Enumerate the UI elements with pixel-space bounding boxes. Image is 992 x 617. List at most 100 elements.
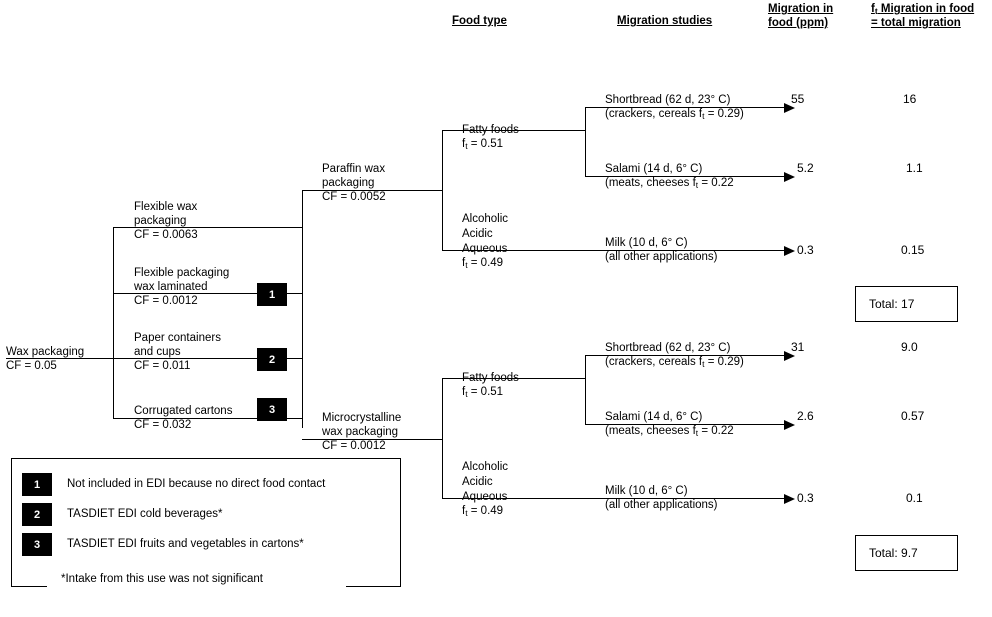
migration-value-shortbread-top: 55 <box>791 92 805 106</box>
migration-value-milk-top: 0.3 <box>797 243 814 257</box>
wax-type-1-label-line1: Paraffin wax <box>322 163 386 175</box>
header-total-migration-line2: = total migration <box>871 17 961 29</box>
use-1-label-line2: packaging <box>134 215 187 227</box>
migration-value-milk-bottom: 0.3 <box>797 491 814 505</box>
ft-prefix: f <box>462 138 466 150</box>
study-salami-sub-top: (meats, cheeses ft = 0.22 <box>605 176 734 191</box>
ft-value: = 0.51 <box>467 386 504 398</box>
use-1-cf: CF = 0.0063 <box>134 229 198 241</box>
ft-prefix: f <box>462 505 466 517</box>
uses-spine <box>113 227 114 419</box>
ft-prefix: f <box>462 257 466 269</box>
food-type-aaa-line3-top: Aqueous <box>462 243 508 255</box>
study-milk-sub-top: (all other applications) <box>605 251 718 263</box>
header-migration-studies: Migration studies <box>617 15 713 27</box>
use-4-label-line1: Corrugated cartons <box>134 405 233 417</box>
sub-pre: (crackers, cereals f <box>605 356 703 368</box>
legend-text-1: Not included in EDI because no direct fo… <box>67 478 326 490</box>
wax-type-2-label-line2: wax packaging <box>322 426 399 438</box>
study-spine-top <box>585 107 586 177</box>
ft-subscript: t <box>465 260 468 270</box>
food-type-aaa-ft-bottom: ft = 0.49 <box>462 504 503 519</box>
legend-chip-3: 3 <box>22 533 52 556</box>
total-value-milk-top: 0.15 <box>901 243 925 257</box>
study-shortbread-sub-top: (crackers, cereals ft = 0.29) <box>605 107 744 122</box>
migration-value-shortbread-bottom: 31 <box>791 340 805 354</box>
use-2-row-line <box>113 293 302 294</box>
ft-subscript: t <box>874 6 878 16</box>
study-salami-line-top <box>585 176 785 177</box>
total-value-shortbread-top: 16 <box>903 92 917 106</box>
study-shortbread-line-top <box>585 107 785 108</box>
study-shortbread-sub-bottom: (crackers, cereals ft = 0.29) <box>605 355 744 370</box>
food-type-spine-top <box>442 130 443 250</box>
food-type-aaa-ft-top: ft = 0.49 <box>462 256 503 271</box>
wax-type-2-cf: CF = 0.0012 <box>322 440 386 452</box>
use-1-label-line1: Flexible wax <box>134 201 198 213</box>
header-total-migration-line1: ft Migration in food <box>871 2 974 16</box>
use-2-label-line1: Flexible packaging <box>134 267 230 279</box>
study-salami-sub-bottom: (meats, cheeses ft = 0.22 <box>605 424 734 439</box>
food-type-aaa-line2-bottom: Acidic <box>462 476 493 488</box>
total-value-salami-top: 1.1 <box>906 161 923 175</box>
food-type-aaa-line3-bottom: Aqueous <box>462 491 508 503</box>
study-shortbread-line-bottom <box>585 355 785 356</box>
food-type-spine-bottom <box>442 378 443 498</box>
chip-1: 1 <box>257 283 287 306</box>
ft-subscript: t <box>702 111 705 121</box>
ft-value: = 0.49 <box>467 257 504 269</box>
arrow-milk-bottom <box>784 494 795 504</box>
use-1-row-line <box>113 227 302 228</box>
food-type-fatty-line-top <box>442 130 585 131</box>
sub-post: = 0.29) <box>704 356 744 368</box>
legend-border-bottom-right <box>346 586 401 587</box>
header-migration-in-food-line1: Migration in <box>768 3 834 15</box>
arrow-shortbread-bottom <box>784 351 795 361</box>
use-3-cf: CF = 0.011 <box>134 360 191 372</box>
legend-text-2: TASDIET EDI cold beverages* <box>67 508 223 520</box>
sub-pre: (crackers, cereals f <box>605 108 703 120</box>
ft-subscript: t <box>465 141 468 151</box>
legend-text-3: TASDIET EDI fruits and vegetables in car… <box>67 538 304 550</box>
use-4-row-line <box>113 418 302 419</box>
food-type-fatty-ft-top: ft = 0.51 <box>462 137 503 152</box>
sub-post: = 0.29) <box>704 108 744 120</box>
legend-chip-2: 2 <box>22 503 52 526</box>
arrow-salami-top <box>784 172 795 182</box>
food-type-fatty-line-bottom <box>442 378 585 379</box>
study-shortbread-title-top: Shortbread (62 d, 23° C) <box>605 94 731 106</box>
header-migration-in-food-line2: food (ppm) <box>768 17 829 29</box>
food-type-aaa-line-top <box>442 250 785 251</box>
total-value-salami-bottom: 0.57 <box>901 409 925 423</box>
wax-type-2-label-line1: Microcrystalline <box>322 412 402 424</box>
root-label: Wax packaging <box>6 346 85 358</box>
legend-footnote: *Intake from this use was not significan… <box>61 573 263 585</box>
arrow-shortbread-top <box>784 103 795 113</box>
ft-prefix: f <box>871 3 875 15</box>
use-4-cf: CF = 0.032 <box>134 419 192 431</box>
wax-type-1-label-line2: packaging <box>322 177 375 189</box>
sub-pre: (meats, cheeses f <box>605 177 696 189</box>
food-type-aaa-line2-top: Acidic <box>462 228 493 240</box>
total-box-paraffin: Total: 17 <box>855 286 958 322</box>
legend-border-left <box>11 458 12 587</box>
legend-chip-1: 1 <box>22 473 52 496</box>
ft-value: = 0.51 <box>467 138 504 150</box>
ft-value: = 0.49 <box>467 505 504 517</box>
use-2-label-line2: wax laminated <box>134 281 208 293</box>
migration-value-salami-top: 5.2 <box>797 161 814 175</box>
legend-border-bottom-left <box>11 586 47 587</box>
legend-border-right <box>400 458 401 587</box>
use-3-label-line2: and cups <box>134 346 181 358</box>
header-food-type: Food type <box>452 15 507 27</box>
arrow-salami-bottom <box>784 420 795 430</box>
food-type-aaa-line-bottom <box>442 498 785 499</box>
sub-post: = 0.22 <box>698 425 734 437</box>
food-type-aaa-line1-bottom: Alcoholic <box>462 461 509 473</box>
ft-prefix: f <box>462 386 466 398</box>
study-salami-line-bottom <box>585 424 785 425</box>
arrow-milk-top <box>784 246 795 256</box>
sub-pre: (meats, cheeses f <box>605 425 696 437</box>
wax-type-1-row-line <box>302 190 442 191</box>
study-milk-title-top: Milk (10 d, 6° C) <box>605 237 688 249</box>
